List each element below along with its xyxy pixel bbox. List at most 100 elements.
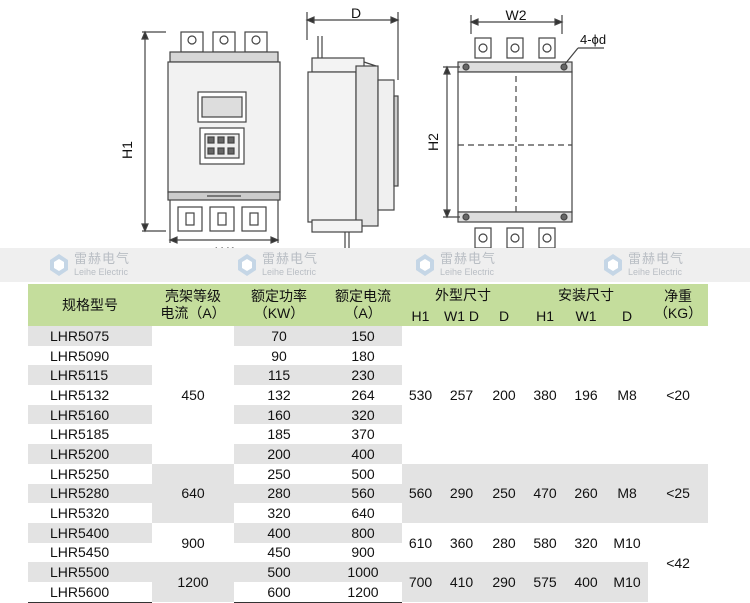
front-view-drawing bbox=[141, 30, 281, 244]
outline-h1-cell: 560 bbox=[402, 463, 439, 523]
model-cell: LHR5160 bbox=[28, 404, 152, 425]
install-d-cell: M10 bbox=[606, 562, 649, 603]
model-cell: LHR5450 bbox=[28, 542, 152, 563]
outline-h1-cell: 530 bbox=[402, 326, 439, 464]
power-cell: 600 bbox=[234, 581, 324, 603]
watermark-en: Leihe Electric bbox=[628, 267, 683, 277]
install-h1-cell: 470 bbox=[524, 463, 567, 523]
header-frame-current: 壳架等级 电流（A） bbox=[152, 284, 234, 326]
power-cell: 90 bbox=[234, 345, 324, 366]
watermark-cn: 雷赫电气 bbox=[628, 252, 685, 267]
label-h2: H2 bbox=[425, 133, 441, 151]
spec-table: 规格型号 壳架等级 电流（A） 额定功率 （KW） 额定电流 （A） 外型尺寸 … bbox=[28, 284, 709, 603]
model-cell: LHR5075 bbox=[28, 326, 152, 346]
header-outline-size: 外型尺寸 bbox=[402, 284, 525, 305]
outline-d-cell: 200 bbox=[484, 326, 525, 464]
current-cell: 230 bbox=[324, 365, 402, 386]
power-cell: 132 bbox=[234, 385, 324, 405]
model-cell: LHR5280 bbox=[28, 483, 152, 504]
current-cell: 900 bbox=[324, 542, 402, 563]
current-cell: 400 bbox=[324, 444, 402, 464]
table-row: LHR5075 450 70 150 530 257 200 380 196 M… bbox=[28, 326, 709, 464]
subheader-h1: H1 bbox=[402, 305, 439, 326]
power-cell: 250 bbox=[234, 463, 324, 484]
model-cell: LHR5115 bbox=[28, 365, 152, 386]
current-cell: 500 bbox=[324, 463, 402, 484]
power-cell: 70 bbox=[234, 326, 324, 346]
model-cell: LHR5600 bbox=[28, 581, 152, 603]
model-cell: LHR5200 bbox=[28, 444, 152, 464]
model-cell: LHR5132 bbox=[28, 385, 152, 405]
install-d-cell: M8 bbox=[606, 463, 649, 523]
watermark-en: Leihe Electric bbox=[74, 267, 129, 277]
header-model: 规格型号 bbox=[28, 284, 152, 326]
current-cell: 800 bbox=[324, 522, 402, 543]
current-cell: 640 bbox=[324, 503, 402, 523]
power-cell: 450 bbox=[234, 542, 324, 563]
outline-d-cell: 250 bbox=[484, 463, 525, 523]
power-cell: 280 bbox=[234, 483, 324, 504]
power-cell: 200 bbox=[234, 444, 324, 464]
mounting-view-drawing bbox=[443, 15, 604, 249]
subheader-install-h1: H1 bbox=[524, 305, 567, 326]
subheader-install-d: D bbox=[606, 305, 649, 326]
model-cell: LHR5185 bbox=[28, 424, 152, 445]
install-w1-cell: 196 bbox=[566, 326, 607, 464]
outline-drawings: H1 W1 D bbox=[119, 5, 606, 260]
current-cell: 150 bbox=[324, 326, 402, 346]
model-cell: LHR5250 bbox=[28, 463, 152, 484]
model-cell: LHR5500 bbox=[28, 562, 152, 582]
table-row: LHR5500 1200 500 1000 700 410 290 575 40… bbox=[28, 562, 708, 603]
outline-w1-cell: 290 bbox=[439, 463, 484, 523]
outline-w1-cell: 257 bbox=[439, 326, 484, 464]
watermark-en: Leihe Electric bbox=[262, 267, 317, 277]
table-row: LHR5400 900 400 800 610 360 280 580 320 … bbox=[28, 522, 709, 603]
table-row: LHR5250 640 250 500 560 290 250 470 260 … bbox=[28, 463, 709, 523]
subheader-install-w1: W1 bbox=[566, 305, 607, 326]
outline-d-cell: 290 bbox=[484, 562, 525, 603]
current-cell: 560 bbox=[324, 483, 402, 504]
install-h1-cell: 380 bbox=[524, 326, 567, 464]
current-cell: 320 bbox=[324, 404, 402, 425]
install-w1-cell: 400 bbox=[566, 562, 607, 603]
label-h1: H1 bbox=[119, 141, 135, 159]
power-cell: 185 bbox=[234, 424, 324, 445]
weight-cell: <20 bbox=[648, 326, 709, 464]
header-rated-current: 额定电流 （A） bbox=[324, 284, 402, 326]
side-view-drawing bbox=[305, 12, 400, 252]
leihe-logo-icon bbox=[50, 254, 68, 276]
power-cell: 320 bbox=[234, 503, 324, 523]
watermark-cn: 雷赫电气 bbox=[74, 252, 131, 267]
current-cell: 180 bbox=[324, 345, 402, 366]
label-d: D bbox=[351, 5, 361, 21]
subheader-w1d: W1 D bbox=[439, 305, 484, 326]
frame-current-cell: 900 bbox=[152, 522, 234, 563]
current-cell: 370 bbox=[324, 424, 402, 445]
frame-current-cell: 640 bbox=[152, 463, 234, 523]
outline-h1-cell: 610 bbox=[402, 522, 439, 563]
leihe-logo-icon bbox=[416, 254, 434, 276]
model-cell: LHR5090 bbox=[28, 345, 152, 366]
power-cell: 160 bbox=[234, 404, 324, 425]
outline-h1-cell: 700 bbox=[402, 562, 439, 603]
current-cell: 1200 bbox=[324, 581, 402, 603]
watermark-band bbox=[0, 248, 750, 282]
install-w1-cell: 260 bbox=[566, 463, 607, 523]
watermark-cn: 雷赫电气 bbox=[440, 252, 497, 267]
outline-w1-cell: 410 bbox=[439, 562, 484, 603]
weight-cell: <25 bbox=[648, 463, 709, 523]
header-rated-power: 额定功率 （KW） bbox=[234, 284, 324, 326]
frame-current-cell: 450 bbox=[152, 326, 234, 464]
power-cell: 500 bbox=[234, 562, 324, 582]
install-h1-cell: 575 bbox=[524, 562, 567, 603]
label-w2: W2 bbox=[506, 7, 527, 23]
